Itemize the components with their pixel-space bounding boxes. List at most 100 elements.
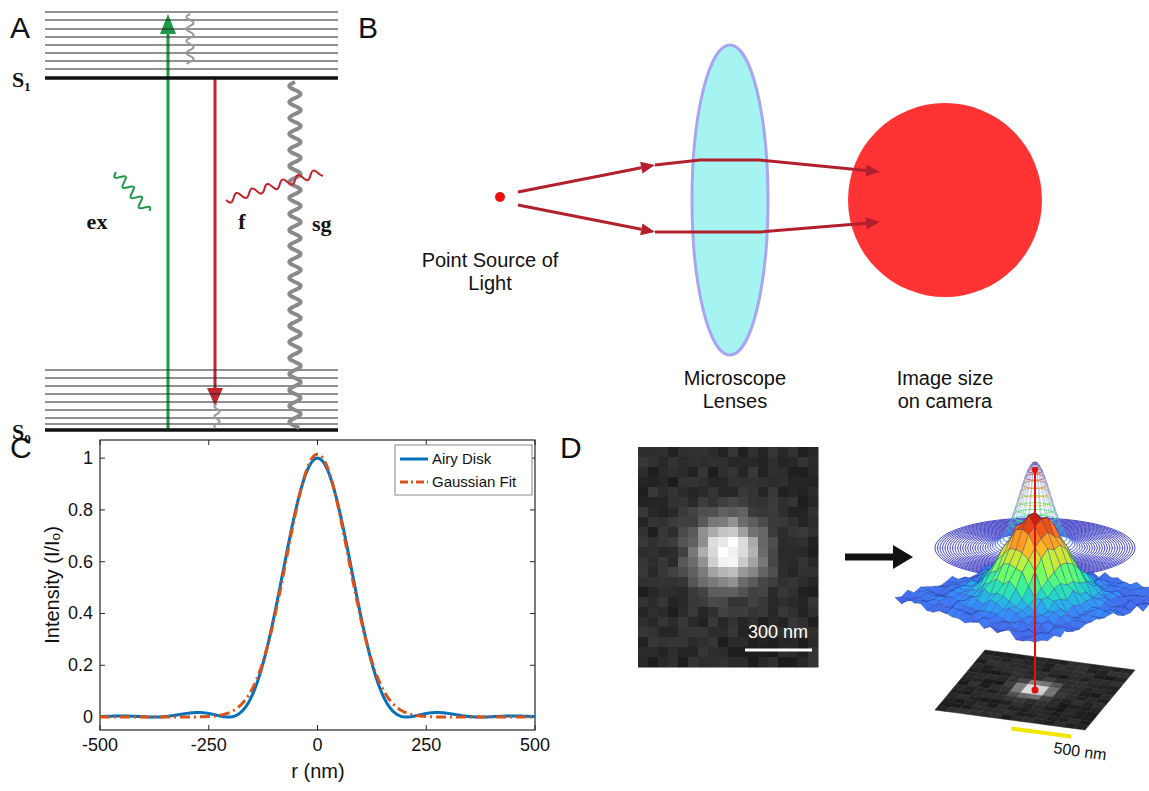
- pixel: [638, 657, 649, 668]
- pixel: [748, 447, 759, 458]
- pixel: [708, 587, 719, 598]
- pixel: [638, 467, 649, 478]
- pixel: [698, 627, 709, 638]
- pixel: [678, 607, 689, 618]
- pixel: [658, 567, 669, 578]
- arrowhead: [640, 223, 655, 235]
- pixel: [638, 447, 649, 458]
- pixel: [678, 537, 689, 548]
- pixel: [678, 477, 689, 488]
- pixel: [698, 657, 709, 668]
- pixel: [698, 497, 709, 508]
- pixel: [648, 497, 659, 508]
- pixel: [768, 547, 779, 558]
- pixel: [638, 477, 649, 488]
- pixel: [798, 577, 809, 588]
- pixel: [778, 537, 789, 548]
- pixel: [758, 607, 769, 618]
- pixel: [648, 617, 659, 628]
- fit-surface-line: [1035, 462, 1122, 540]
- pixel: [688, 637, 699, 648]
- legend-text: Airy Disk: [432, 451, 491, 468]
- pixel: [658, 457, 669, 468]
- tick: [100, 561, 105, 562]
- pixel: [678, 447, 689, 458]
- pixel: [638, 637, 649, 648]
- pixel: [728, 517, 739, 528]
- pixel: [778, 517, 789, 528]
- pixel: [668, 557, 679, 568]
- pixel: [688, 567, 699, 578]
- pixel: [638, 527, 649, 538]
- label: sg: [312, 211, 332, 236]
- pixel: [728, 457, 739, 468]
- tick: [530, 613, 535, 614]
- pixel: [798, 447, 809, 458]
- pixel: [768, 517, 779, 528]
- pixel: [688, 457, 699, 468]
- pixel: [798, 597, 809, 608]
- pixel: [738, 497, 749, 508]
- nonradiative-decay: [289, 82, 300, 428]
- pixel: [778, 477, 789, 488]
- pixel: [758, 477, 769, 488]
- pixel: [638, 517, 649, 528]
- centroid-dot: [1032, 467, 1038, 473]
- pixel: [778, 567, 789, 578]
- pixel: [808, 487, 819, 498]
- arrowhead: [866, 217, 881, 229]
- pixel: [748, 567, 759, 578]
- pixel: [808, 547, 819, 558]
- pixel: [698, 647, 709, 658]
- pixel: [748, 497, 759, 508]
- jablonski-diagram: [45, 12, 338, 430]
- pixel: [738, 457, 749, 468]
- pixel: [728, 537, 739, 548]
- fit-surface-line: [985, 462, 1035, 535]
- pixel: [668, 627, 679, 638]
- pixel: [718, 457, 729, 468]
- pixel: [688, 597, 699, 608]
- pixel: [808, 617, 819, 628]
- pixel: [678, 517, 689, 528]
- tick: [100, 725, 101, 730]
- pixel: [658, 577, 669, 588]
- pixel: [808, 537, 819, 548]
- pixel: [638, 627, 649, 638]
- pixel: [808, 597, 819, 608]
- tick: [208, 725, 209, 730]
- tick-label: 0.4: [68, 603, 93, 624]
- ray: [518, 205, 641, 229]
- pixel: [648, 547, 659, 558]
- relaxation-wiggle: [186, 14, 193, 64]
- pixel: [658, 547, 669, 558]
- label: 500 nm: [1052, 739, 1107, 765]
- pixel: [738, 587, 749, 598]
- arrowhead: [160, 14, 176, 34]
- ray: [655, 223, 866, 232]
- pixel: [748, 457, 759, 468]
- pixel: [738, 557, 749, 568]
- pixel: [648, 597, 659, 608]
- pixel: [708, 527, 719, 538]
- pixel: [718, 597, 729, 608]
- pixel: [708, 567, 719, 578]
- pixel: [738, 607, 749, 618]
- pixel: [808, 577, 819, 588]
- pixel: [778, 587, 789, 598]
- tick: [317, 440, 318, 445]
- pixel: [728, 467, 739, 478]
- pixel: [708, 577, 719, 588]
- pixel: [668, 457, 679, 468]
- pixel: [648, 587, 659, 598]
- tick-label: 0.6: [68, 551, 93, 572]
- pixel: [718, 617, 729, 628]
- pixel: [728, 447, 739, 458]
- pixel: [638, 507, 649, 518]
- pixel: [648, 637, 659, 648]
- pixel: [718, 647, 729, 658]
- pixel: [658, 617, 669, 628]
- pixel: [708, 557, 719, 568]
- label: Intensity (I/Iₒ): [41, 526, 64, 644]
- pixel: [798, 457, 809, 468]
